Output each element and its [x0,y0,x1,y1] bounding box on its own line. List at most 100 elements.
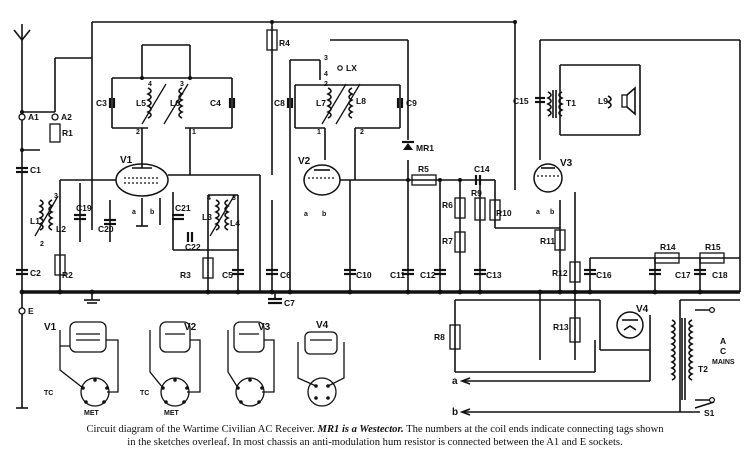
valve-v2: V2 a b [298,156,341,218]
resistor-r14: R14 [654,242,680,264]
base-sketch-v2: V2 TC MET [140,321,201,417]
capacitor-c3: C3 [96,98,116,108]
svg-text:C14: C14 [474,164,490,174]
svg-text:a: a [304,211,308,218]
resistor-r12: R12 [552,261,581,283]
svg-text:3: 3 [232,195,236,202]
capacitor-c13: C13 [474,268,502,280]
valve-v4: V4 [616,304,649,339]
svg-text:C18: C18 [712,270,728,280]
svg-text:L7: L7 [316,98,326,108]
svg-text:4: 4 [324,71,328,78]
svg-text:V1: V1 [44,322,57,333]
svg-text:R9: R9 [471,188,482,198]
svg-text:C5: C5 [222,270,233,280]
svg-text:E: E [28,306,34,316]
junctions [19,20,703,295]
terminal-a2: A2 [51,112,72,122]
resistor-r2: R2 [54,254,73,280]
westector-mr1: MR1 [402,140,434,153]
output-transformer-t1: T1 [546,90,576,118]
svg-text:R6: R6 [442,200,453,210]
capacitor-c7: C7 [268,297,295,308]
capacitor-c6: C6 [266,268,291,280]
svg-text:a: a [132,209,136,216]
svg-text:C15: C15 [513,96,529,106]
resistor-r8: R8 [434,324,461,350]
svg-text:V4: V4 [316,320,329,331]
svg-text:R1: R1 [62,128,73,138]
svg-text:MR1: MR1 [416,143,434,153]
coil-l5-l6: L5 L6 4 3 2 1 [136,81,196,136]
svg-text:MAINS: MAINS [712,359,735,366]
capacitor-c12: C12 [420,268,446,280]
svg-text:2: 2 [40,241,44,248]
svg-text:b: b [550,209,554,216]
svg-text:a: a [536,209,540,216]
svg-text:S1: S1 [704,408,715,418]
svg-text:V2: V2 [298,156,311,167]
capacitor-c16: C16 [584,268,612,280]
caption-emphasis: MR1 is a Westector. [317,424,404,435]
svg-text:2: 2 [136,129,140,136]
resistor-r7: R7 [442,231,466,253]
svg-text:C7: C7 [284,298,295,308]
svg-text:MET: MET [164,410,180,417]
svg-text:V3: V3 [560,158,573,169]
capacitor-c15: C15 [513,96,545,106]
capacitor-c22: C22 [185,232,201,252]
circuit-diagram: A 1 A2 E a b R1 R2 R3 R4 R5 R6 [13,20,741,418]
svg-text:R11: R11 [540,236,555,246]
svg-text:L2: L2 [56,224,66,234]
svg-text:T2: T2 [698,364,708,374]
terminal-e: E [16,306,34,409]
svg-text:1: 1 [192,129,196,136]
svg-text:3: 3 [54,193,58,200]
capacitor-c9: C9 [396,98,417,108]
svg-text:V2: V2 [184,322,197,333]
svg-text:R2: R2 [62,270,73,280]
resistor-r6: R6 [442,197,466,219]
svg-text:C3: C3 [96,98,107,108]
caption-line-1: Circuit diagram of the Wartime Civilian … [0,424,750,437]
svg-text:A2: A2 [61,112,72,122]
svg-text:1: 1 [317,129,321,136]
svg-text:R5: R5 [418,164,429,174]
capacitor-c18: C18 [694,268,728,280]
svg-text:b: b [452,407,458,418]
caption-lead: Circuit diagram of the Wartime Civilian … [86,424,315,435]
svg-text:V1: V1 [120,155,133,166]
capacitor-c19: C19 [74,203,92,221]
link-lx: LX [337,63,357,73]
svg-text:a: a [452,376,458,387]
resistor-r10: R10 [489,199,512,221]
capacitor-c5: C5 [222,268,244,280]
capacitor-c10: C10 [344,268,372,280]
resistor-r3: R3 [180,257,214,280]
resistor-r5: R5 [411,164,437,186]
capacitor-c2: C2 [16,268,41,278]
svg-text:R4: R4 [279,38,290,48]
svg-text:b: b [322,211,326,218]
svg-text:L1: L1 [30,216,40,226]
svg-text:R15: R15 [705,242,721,252]
svg-text:3: 3 [324,55,328,62]
svg-text:L8: L8 [356,96,366,106]
resistor-r15: R15 [699,242,725,264]
svg-text:C13: C13 [486,270,502,280]
svg-text:C11: C11 [390,270,405,280]
valve-v1: V1 a b [115,155,169,216]
svg-text:b: b [150,209,154,216]
svg-text:L9: L9 [598,96,608,106]
coil-l3-l4: L3 L4 4 3 [202,195,240,237]
base-sketch-v1: V1 TC MET [44,321,119,417]
caption-line-2: in the sketches overleaf. In most chassi… [127,436,623,448]
svg-text:R8: R8 [434,332,445,342]
speaker-l9: L9 [598,86,636,116]
svg-text:MET: MET [84,410,100,417]
svg-text:A: A [720,336,726,346]
base-sketch-v3: V3 [227,321,275,407]
svg-text:2: 2 [324,81,328,88]
mains-transformer-t2: T2 [670,318,708,400]
aerial-symbol [13,24,31,41]
